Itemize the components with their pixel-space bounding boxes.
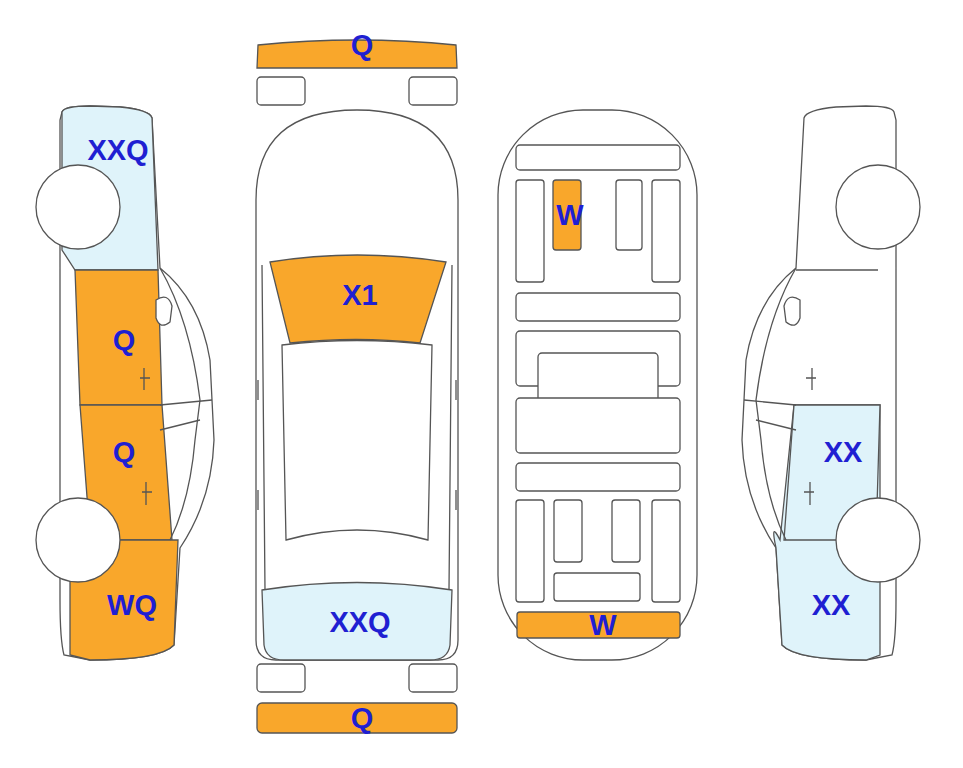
front-lamp (409, 77, 457, 105)
underside-body (498, 110, 697, 660)
left-handles (140, 368, 152, 505)
left-rear-wheel (36, 498, 120, 582)
damage-code: XX (812, 591, 851, 620)
top-body (256, 110, 458, 660)
rear-bumper (257, 703, 457, 733)
damage-code: Q (351, 704, 374, 733)
damage-code: W (589, 611, 616, 640)
damage-code: Q (113, 326, 136, 355)
right-mirror (784, 297, 800, 325)
cabin-roof (282, 341, 432, 541)
damage-code: WQ (107, 591, 157, 620)
underside-parts (516, 145, 680, 638)
windshield (270, 255, 446, 343)
right-pillar (744, 270, 878, 430)
rear-lamp (409, 664, 457, 692)
front-lamp (257, 77, 305, 105)
right-rear-wheel (836, 498, 920, 582)
right-handles (804, 368, 816, 505)
left-mirror (156, 297, 172, 325)
damage-code: Q (113, 438, 136, 467)
damage-code: XXQ (87, 136, 148, 165)
damage-code: XXQ (329, 608, 390, 637)
damage-code: X1 (342, 281, 377, 310)
left-front-wheel (36, 165, 120, 249)
damage-code: XX (824, 438, 863, 467)
rear-window (262, 583, 452, 661)
top-sides (258, 265, 456, 590)
left-front-door (75, 270, 162, 405)
rear-lamp (257, 664, 305, 692)
left-pillar (160, 400, 212, 430)
damage-code: W (556, 201, 583, 230)
damage-code: Q (351, 31, 374, 60)
right-front-wheel (836, 165, 920, 249)
